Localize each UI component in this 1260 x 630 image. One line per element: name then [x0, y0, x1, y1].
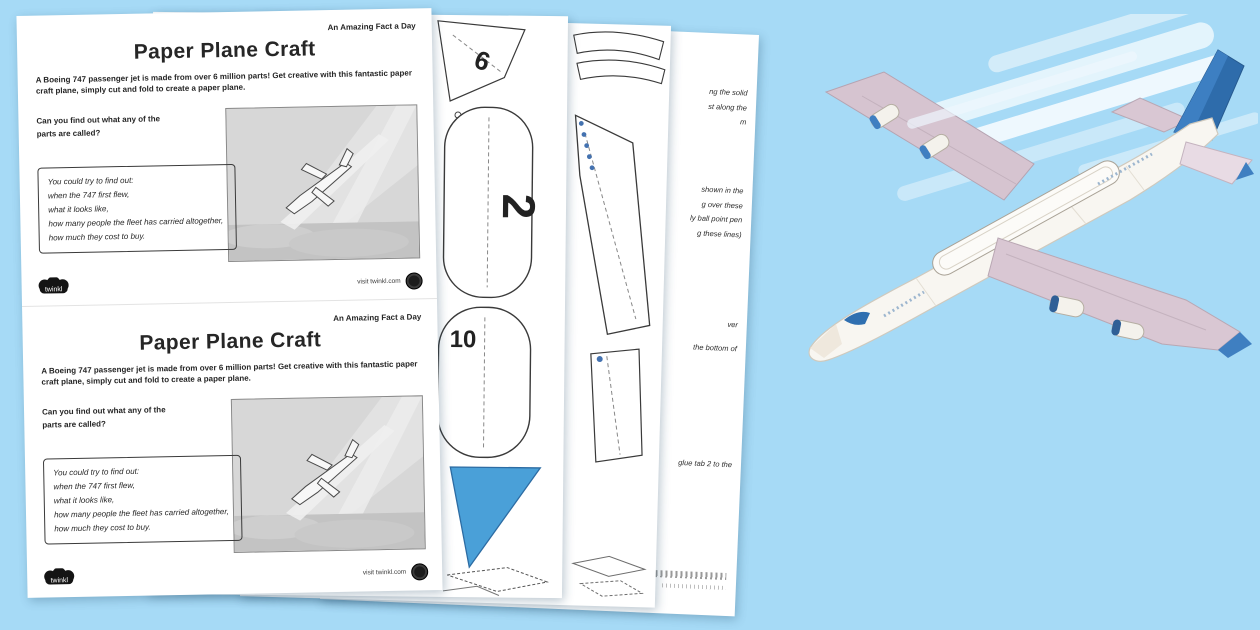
instructions-text-fragment: ng the solid st along the m	[707, 85, 748, 130]
worksheet-title: Paper Plane Craft	[133, 37, 316, 64]
template-wing-shapes	[571, 31, 666, 597]
twinkl-logo: twinkl	[44, 567, 75, 585]
footer-marks-decoration	[661, 583, 726, 591]
fragment-line: m	[739, 117, 747, 127]
svg-text:twinkl: twinkl	[50, 577, 68, 584]
fragment-line: ver	[727, 319, 739, 330]
svg-text:twinkl: twinkl	[45, 286, 63, 293]
fragment-line: g these lines)	[696, 228, 742, 240]
page-template-fuselage: 6 2 10	[146, 11, 569, 599]
award-badge-icon	[411, 562, 429, 581]
wing-piece-outline	[574, 114, 651, 336]
fragment-line: ng the solid	[709, 86, 748, 98]
near-stabiliser	[1179, 141, 1253, 185]
twinkl-logo: twinkl	[38, 277, 69, 294]
worksheet-title: Paper Plane Craft	[139, 328, 322, 355]
footer-marks-decoration	[650, 569, 727, 581]
assembled-paper-plane-model	[766, 14, 1258, 414]
fragment-line: the bottom of	[692, 342, 738, 354]
ideas-box: You could try to find out: when the 747 …	[37, 163, 237, 254]
instructions-text-fragment: shown in the g over these ly ball point …	[689, 182, 744, 243]
window-dashes	[1097, 152, 1153, 186]
far-wing	[824, 71, 1035, 201]
page-worksheet: An Amazing Fact a Day Paper Plane Craft …	[16, 8, 443, 598]
page-template-wings	[239, 14, 672, 608]
worksheet-copy-2: An Amazing Fact a Day Paper Plane Craft …	[22, 298, 443, 597]
plane-photo-illustration	[231, 396, 425, 552]
part-number-10: 10	[450, 326, 477, 353]
worksheet-footer: twinkl visit twinkl.com	[35, 270, 423, 297]
stabiliser-piece-outline	[590, 348, 643, 463]
paper-plane-illustration	[808, 14, 1258, 362]
part-number-2: 2	[493, 193, 545, 219]
visit-url-text: visit twinkl.com	[362, 568, 407, 576]
worksheet-copy-1: An Amazing Fact a Day Paper Plane Craft …	[16, 8, 436, 306]
plane-photo-illustration	[226, 105, 420, 261]
worksheet-intro: A Boeing 747 passenger jet is made from …	[41, 359, 418, 387]
ideas-item: how much they cost to buy.	[54, 522, 151, 534]
cockpit-window	[844, 311, 870, 325]
template-fuselage-shapes: 6 2 10	[437, 20, 549, 596]
nose-shading	[810, 324, 842, 358]
visit-url-text: visit twinkl.com	[357, 277, 401, 286]
series-tagline: An Amazing Fact a Day	[333, 312, 422, 324]
far-engines	[869, 103, 950, 160]
worksheet-intro: A Boeing 747 passenger jet is made from …	[35, 68, 412, 96]
fragment-line: glue tab 2 to the	[678, 457, 733, 470]
ideas-box: You could try to find out: when the 747 …	[42, 454, 243, 545]
award-badge-icon	[405, 271, 423, 290]
near-wingtip	[1218, 332, 1252, 358]
worksheet-prompt: Can you find out what any of the parts a…	[41, 405, 166, 430]
tail-fin-piece	[449, 466, 542, 569]
worksheet-footer: twinkl visit twinkl.com	[41, 561, 429, 588]
near-engines	[1049, 295, 1145, 341]
stabiliser-tip	[1236, 162, 1254, 180]
fragment-line: st along the	[708, 101, 748, 113]
plane-photo	[230, 395, 426, 553]
plane-photo	[225, 104, 421, 263]
ideas-item: how much they cost to buy.	[48, 231, 146, 243]
window-strip	[932, 160, 1120, 276]
series-tagline: An Amazing Fact a Day	[327, 21, 416, 33]
worksheet-prompt: Can you find out what any of the parts a…	[36, 114, 161, 139]
tail-fin-highlight	[1174, 50, 1228, 138]
